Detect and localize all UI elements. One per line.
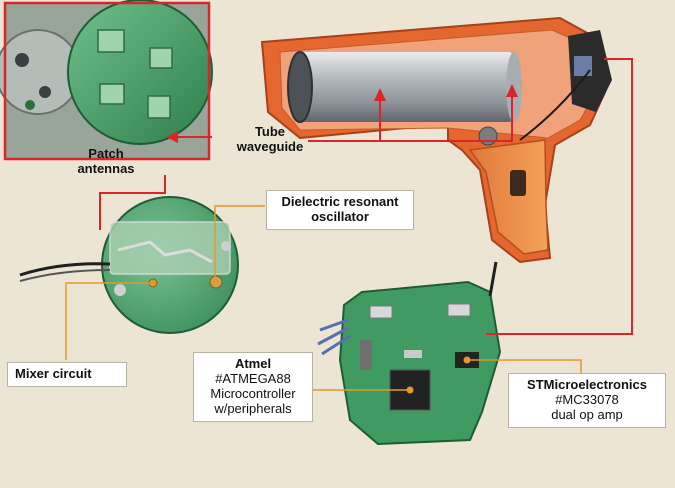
patch-antenna-2 — [149, 47, 173, 69]
atmel-name: Atmel — [234, 356, 272, 371]
speaker — [478, 126, 498, 146]
pcb-connector-line — [486, 58, 633, 335]
st-name: STMicroelectronics — [527, 377, 647, 392]
label-tube-waveguide: Tube waveguide — [226, 124, 314, 155]
label-patch-antennas-line1: Patch — [88, 146, 124, 161]
orange-leaders — [65, 205, 582, 394]
label-dielectric-resonant-oscillator: Dielectric resonant oscillator — [266, 190, 414, 230]
label-tube-waveguide-line1: Tube — [254, 124, 286, 139]
label-stmicroelectronics: STMicroelectronics #MC33078 dual op amp — [508, 373, 666, 428]
st-part-number: #MC33078 — [555, 391, 619, 407]
dro-connector-line — [99, 175, 166, 230]
label-mixer-circuit: Mixer circuit — [7, 362, 127, 387]
tube-waveguide-cylinder — [287, 51, 522, 123]
main-pcb — [317, 261, 502, 446]
patch-antenna-3 — [99, 83, 125, 105]
antenna-dome — [67, 0, 213, 145]
label-tube-waveguide-line2: waveguide — [236, 138, 304, 154]
label-patch-antennas: Patch antennas — [66, 146, 146, 177]
atmel-description-line1: Microcontroller — [210, 385, 296, 401]
patch-antenna-1 — [97, 29, 125, 53]
label-mixer-text: Mixer circuit — [15, 366, 92, 381]
label-dro-line2: oscillator — [311, 208, 369, 224]
patch-antenna-4 — [147, 95, 171, 119]
st-description: dual op amp — [551, 406, 623, 422]
label-dro-line1: Dielectric resonant — [281, 194, 399, 209]
waveguide-arrow-2 — [380, 96, 513, 142]
label-atmel: Atmel #ATMEGA88 Microcontroller w/periph… — [193, 352, 313, 422]
dro-antenna-board — [19, 196, 239, 334]
atmel-part-number: #ATMEGA88 — [215, 370, 291, 386]
inset-photo-patch-antennas — [0, 0, 213, 161]
inset-frame — [3, 1, 211, 161]
label-patch-antennas-line2: antennas — [77, 160, 135, 176]
red-callouts — [99, 58, 633, 335]
atmel-description-line2: w/peripherals — [214, 400, 292, 416]
trigger-switch — [510, 170, 526, 196]
handle-grip — [468, 139, 549, 255]
